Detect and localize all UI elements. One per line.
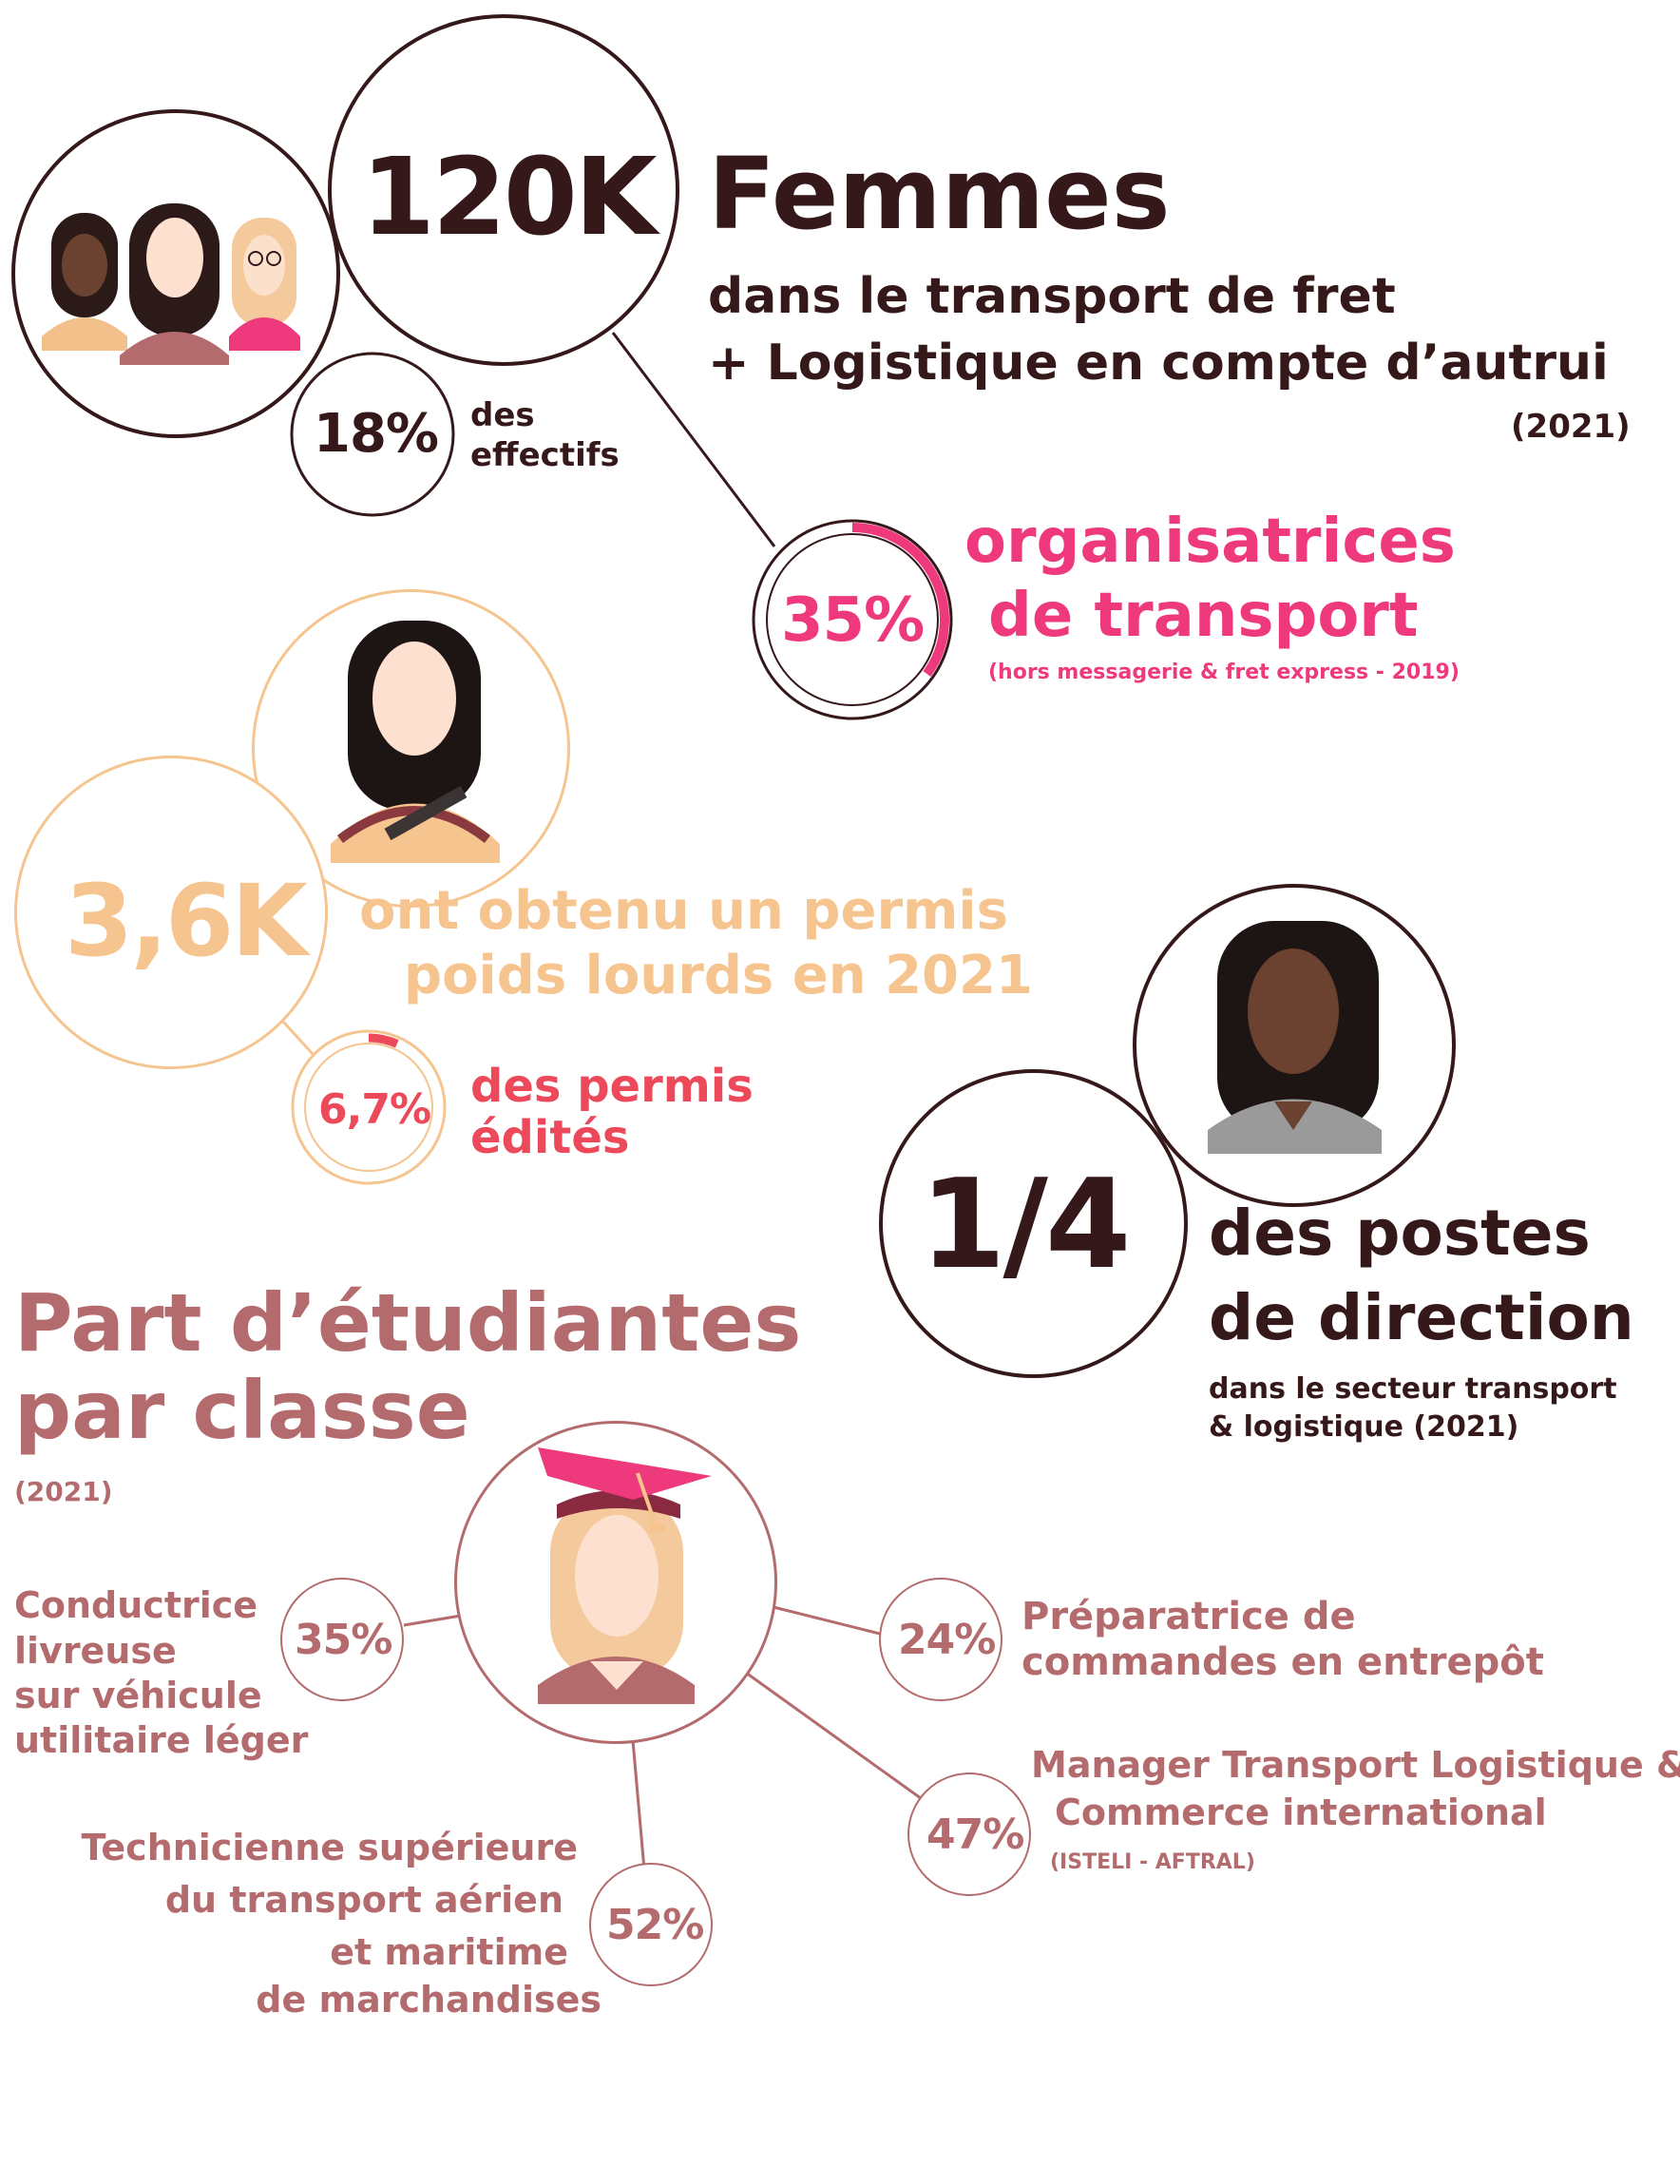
permis-value: 3,6K: [65, 863, 308, 979]
women-share-label-line2: effectifs: [470, 436, 620, 474]
student-item-1-label-2: livreuse: [14, 1630, 177, 1672]
women-title: Femmes: [708, 136, 1171, 252]
student-item-4-label-2: du transport aérien: [164, 1879, 563, 1921]
students-title-line1: Part d’étudiantes: [14, 1276, 802, 1370]
student-item-2-label-2: commandes en entrepôt: [1021, 1640, 1544, 1684]
woman-driver-icon: [331, 621, 500, 863]
student-item-3-circle: [907, 1772, 1031, 1896]
student-item-1-value: 35%: [295, 1616, 392, 1664]
students-year: (2021): [14, 1476, 113, 1507]
student-item-1-circle: [280, 1578, 404, 1701]
student-item-1-label-3: sur véhicule: [14, 1675, 262, 1716]
student-item-4-value: 52%: [606, 1901, 704, 1949]
permis-share-label-line1: des permis: [470, 1060, 754, 1113]
direction-note-line2: & logistique (2021): [1209, 1410, 1519, 1444]
women-year: (2021): [1511, 408, 1631, 446]
student-item-3-label-1: Manager Transport Logistique &: [1031, 1744, 1680, 1786]
student-item-4-label-1: Technicienne supérieure: [81, 1827, 578, 1868]
organisatrices-note: (hors messagerie & fret express - 2019): [988, 661, 1460, 684]
direction-value-circle: [879, 1069, 1188, 1378]
permis-value-circle: [14, 756, 328, 1069]
woman-manager-icon: [1208, 921, 1382, 1154]
organisatrices-value: 35%: [781, 585, 925, 656]
manager-circle: [1133, 884, 1456, 1207]
graduate-circle: [454, 1421, 777, 1744]
permis-label-line2: poids lourds en 2021: [404, 945, 1033, 1006]
women-group-circle: [11, 109, 340, 438]
women-subtitle-line1: dans le transport de fret: [708, 268, 1396, 325]
student-item-3-value: 47%: [926, 1810, 1024, 1859]
driver-circle: [252, 589, 570, 908]
direction-label-line2: de direction: [1209, 1281, 1634, 1354]
women-value-circle: [328, 14, 679, 366]
direction-label-line1: des postes: [1209, 1197, 1591, 1270]
student-item-1-label-1: Conductrice: [14, 1584, 258, 1626]
permis-share-label-line2: édités: [470, 1111, 630, 1164]
student-item-4-circle: [589, 1863, 713, 1986]
permis-label-line1: ont obtenu un permis: [359, 880, 1008, 942]
student-item-4-label-4: de marchandises: [256, 1979, 601, 2021]
three-women-icon: [42, 203, 300, 365]
student-item-2-label-1: Préparatrice de: [1021, 1595, 1356, 1638]
direction-note-line1: dans le secteur transport: [1209, 1372, 1617, 1406]
permis-share-value: 6,7%: [318, 1085, 431, 1134]
student-item-2-value: 24%: [898, 1616, 996, 1664]
direction-value: 1/4: [920, 1152, 1131, 1296]
student-item-1-label-4: utilitaire léger: [14, 1719, 309, 1761]
organisatrices-label-line2: de transport: [988, 581, 1419, 651]
organisatrices-label-line1: organisatrices: [964, 507, 1456, 577]
women-share-value: 18%: [314, 403, 439, 465]
student-item-3-label-2: Commerce international: [1055, 1791, 1547, 1833]
women-value: 120K: [361, 136, 658, 259]
student-item-2-circle: [879, 1578, 1002, 1701]
women-share-label-line1: des: [470, 396, 535, 434]
women-share-ring: [290, 352, 455, 517]
students-title-line2: par classe: [14, 1364, 470, 1457]
student-item-3-note: (ISTELI - AFTRAL): [1050, 1850, 1255, 1874]
women-subtitle-line2: + Logistique en compte d’autrui: [708, 335, 1609, 392]
organisatrices-ring: [752, 519, 953, 720]
permis-share-ring: [291, 1029, 447, 1185]
graduate-woman-icon: [538, 1447, 712, 1704]
student-item-4-label-3: et maritime: [330, 1931, 568, 1973]
